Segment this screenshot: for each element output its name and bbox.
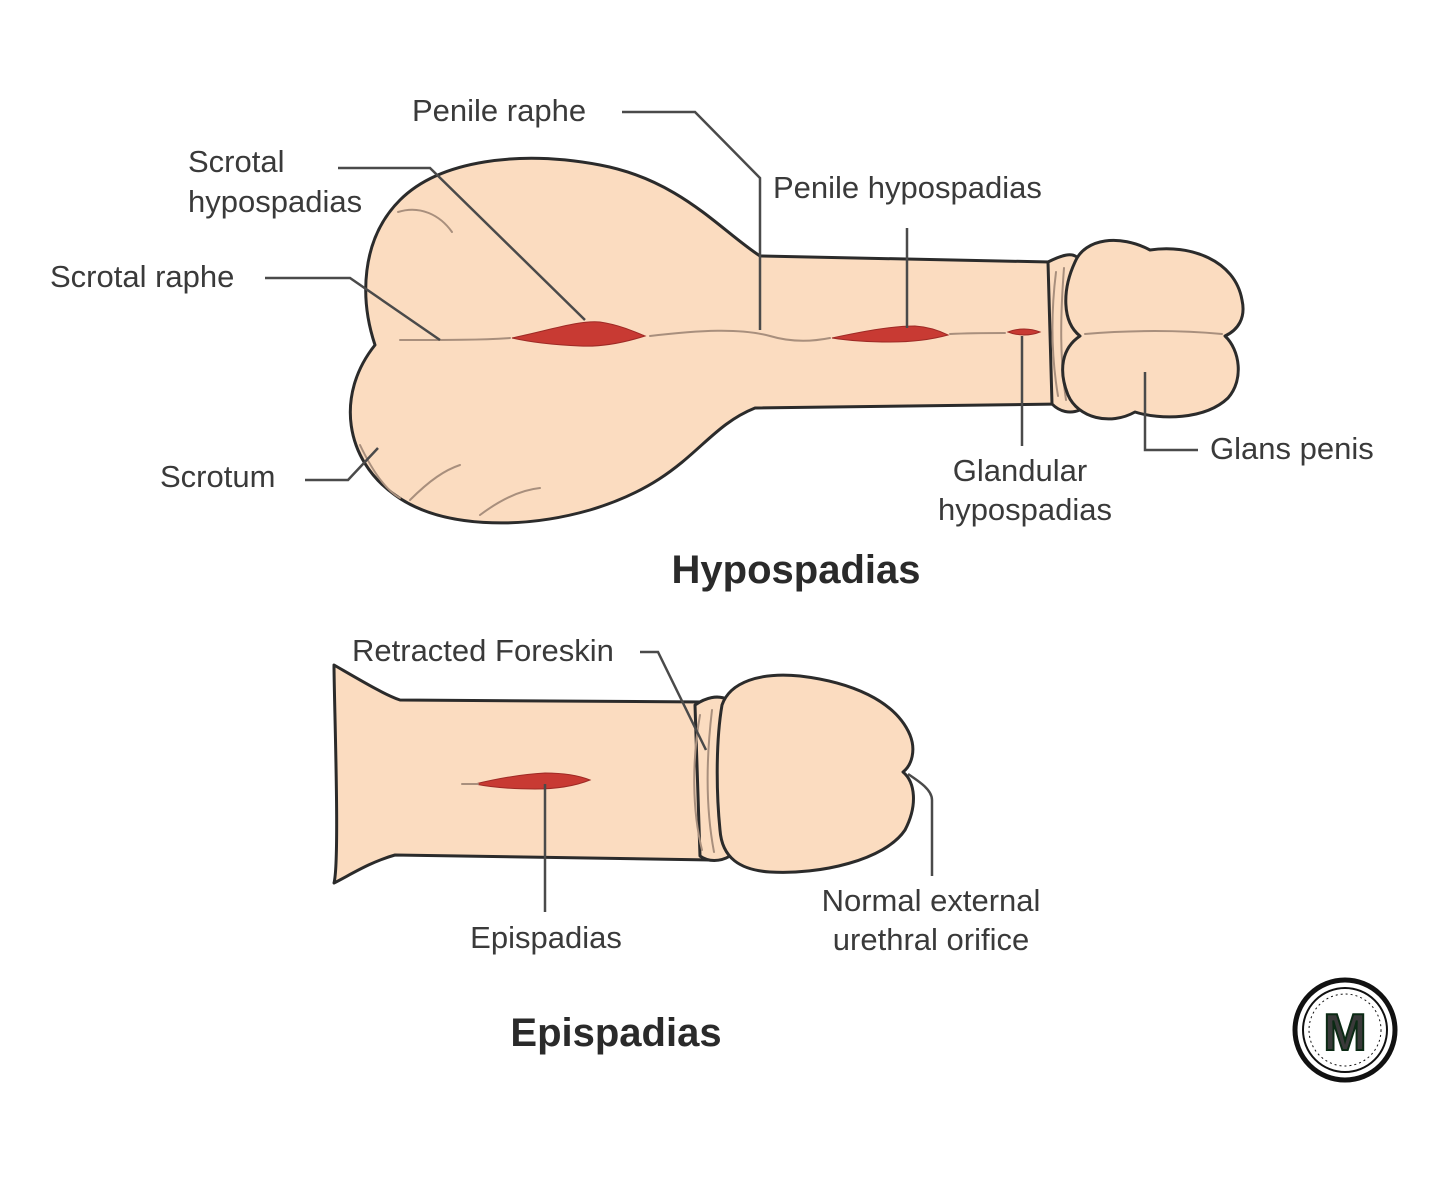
label-glans-penis: Glans penis xyxy=(1210,431,1374,466)
leader-scrotal-hypospadias xyxy=(338,166,586,321)
leader-scrotal-raphe xyxy=(265,276,441,342)
leader-glans-penis xyxy=(1143,372,1198,452)
leader-scrotum xyxy=(305,447,379,482)
m-seal-logo: M xyxy=(1292,977,1398,1083)
label-glandular-hypospadias-2: hypospadias xyxy=(938,492,1112,527)
logo-letter: M xyxy=(1323,1004,1366,1062)
hypospadias-title: Hypospadias xyxy=(672,548,921,592)
label-penile-hypospadias: Penile hypospadias xyxy=(773,170,1042,205)
leader-penile-raphe xyxy=(622,110,762,330)
epispadias-figure: Retracted Foreskin Epispadias Normal ext… xyxy=(332,633,1041,1055)
label-glandular-hypospadias-1: Glandular xyxy=(953,453,1087,488)
hypo-glans-shape xyxy=(1061,238,1245,421)
label-normal-orifice-2: urethral orifice xyxy=(833,922,1029,957)
epi-glans-shape xyxy=(715,673,915,874)
label-scrotal-hypospadias-2: hypospadias xyxy=(188,184,362,219)
raphe-line xyxy=(399,329,1006,342)
hypospadias-figure: Penile raphe Scrotal hypospadias Penile … xyxy=(50,93,1374,592)
scrotum-shape xyxy=(348,156,1062,525)
scrotal-hypospadias-opening xyxy=(511,321,647,347)
label-epispadias: Epispadias xyxy=(470,920,622,955)
label-penile-raphe: Penile raphe xyxy=(412,93,586,128)
epi-shaft-shape xyxy=(332,663,714,885)
label-retracted-foreskin: Retracted Foreskin xyxy=(352,633,614,668)
leader-normal-orifice xyxy=(907,772,934,876)
epispadias-opening xyxy=(474,772,592,790)
leader-retracted-foreskin xyxy=(640,650,708,751)
label-scrotal-raphe: Scrotal raphe xyxy=(50,259,234,294)
label-scrotum: Scrotum xyxy=(160,459,275,494)
glandular-hypospadias-opening xyxy=(1006,328,1042,336)
label-normal-orifice-1: Normal external xyxy=(822,883,1041,918)
label-scrotal-hypospadias-1: Scrotal xyxy=(188,144,284,179)
penile-hypospadias-opening xyxy=(831,325,950,343)
epispadias-title: Epispadias xyxy=(510,1011,721,1055)
